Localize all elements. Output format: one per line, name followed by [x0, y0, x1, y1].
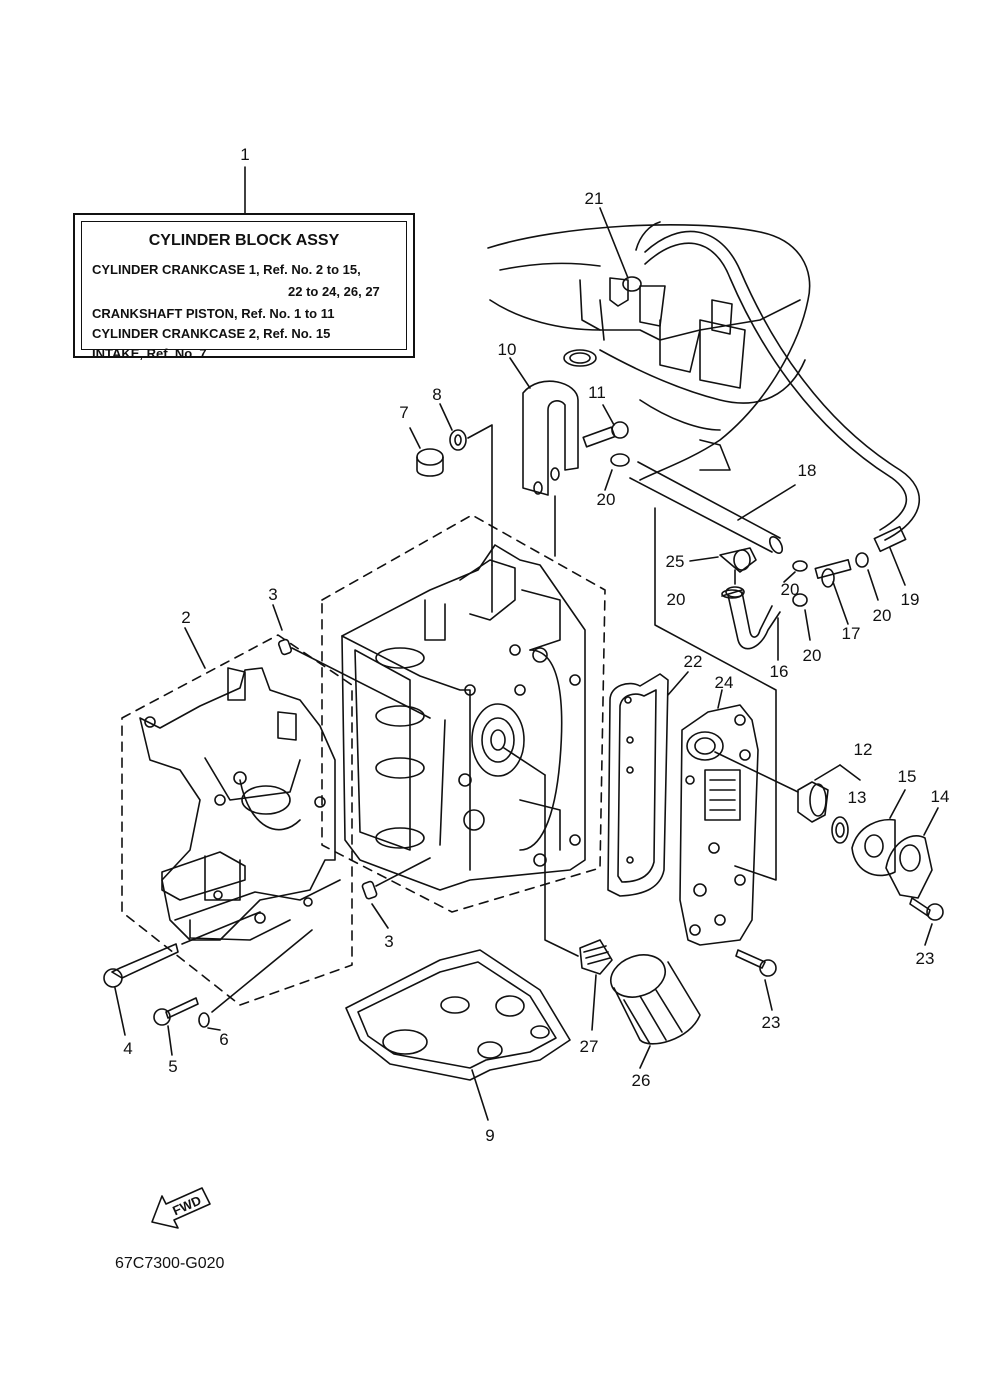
callout-23-center: 23: [761, 1013, 781, 1032]
clip-20-top: [604, 453, 630, 491]
callout-3-top: 3: [268, 585, 278, 604]
legend-line-5: INTAKE, Ref. No. 7: [92, 346, 207, 361]
callout-12: 12: [853, 740, 873, 759]
callout-20-top: 20: [596, 490, 616, 509]
callout-27: 27: [579, 1037, 599, 1056]
legend-line-2: 22 to 24, 26, 27: [288, 284, 380, 299]
callout-7: 7: [399, 403, 409, 422]
callout-23-right: 23: [915, 949, 935, 968]
thermostat-cover-14: [885, 807, 939, 899]
callout-3-bottom: 3: [384, 932, 394, 951]
legend-inner-frame: CYLINDER BLOCK ASSY CYLINDER CRANKCASE 1…: [81, 221, 407, 361]
callout-20-low: 20: [802, 646, 822, 665]
gasket-13: [831, 816, 849, 844]
leader-19: [889, 547, 906, 586]
callout-8: 8: [432, 385, 442, 404]
legend-line-3: CRANKSHAFT PISTON, Ref. No. 1 to 11: [92, 306, 335, 321]
callout-19: 19: [900, 590, 920, 609]
gasket-22: [607, 671, 689, 897]
bracket-10: [509, 357, 579, 557]
bolt-4: [103, 911, 261, 1036]
callout-26: 26: [631, 1071, 651, 1090]
callout-18: 18: [797, 461, 817, 480]
gasket-9: [345, 949, 571, 1121]
callout-25: 25: [665, 552, 685, 571]
fitting-25: [689, 547, 757, 585]
cover-24: [679, 689, 799, 946]
callout-10: 10: [497, 340, 517, 359]
dowel-pin-3-bottom: [361, 857, 431, 929]
callout-1: 1: [240, 145, 250, 164]
fwd-arrow-icon: [151, 1187, 211, 1229]
callout-14: 14: [930, 787, 950, 806]
hose-16: [725, 586, 781, 661]
gasket-15: [851, 789, 906, 877]
bolt-5: [153, 997, 199, 1056]
callout-4: 4: [123, 1039, 133, 1058]
clip-20-right: [855, 552, 879, 601]
thermostat-12: [797, 764, 861, 823]
crankcase-dashed-box: [121, 634, 353, 1006]
cylinder-block: [341, 544, 586, 957]
dowel-pin-3-top: [272, 604, 431, 719]
cylinder-block-dashed-box: [321, 514, 606, 913]
callout-17: 17: [841, 624, 861, 643]
callout-2: 2: [181, 608, 191, 627]
oil-strainer-27: [579, 939, 613, 1031]
engine-upper-outline: [487, 224, 811, 481]
callout-20-right: 20: [872, 606, 892, 625]
callout-5: 5: [168, 1057, 178, 1076]
washer-6: [198, 929, 313, 1031]
callout-9: 9: [485, 1126, 495, 1145]
drawing-code: 67C7300-G020: [115, 1255, 225, 1272]
bolt-23-center: [735, 949, 777, 1011]
tube-18: [629, 461, 796, 554]
callout-15: 15: [897, 767, 917, 786]
callout-16: 16: [769, 662, 789, 681]
callout-22: 22: [683, 652, 703, 671]
oil-filter-26: [610, 954, 701, 1069]
clip-20-low: [792, 593, 811, 641]
bolt-11: [582, 404, 629, 448]
hose-19: [644, 230, 921, 553]
assembly-legend-box: CYLINDER BLOCK ASSY CYLINDER CRANKCASE 1…: [73, 213, 415, 361]
callout-11: 11: [588, 383, 606, 402]
callout-21: 21: [584, 189, 604, 208]
clip-21: [599, 207, 661, 292]
fitting-17: [814, 558, 852, 625]
legend-line-1: CYLINDER CRANKCASE 1, Ref. No. 2 to 15,: [92, 262, 361, 277]
leader-7-8: [467, 424, 493, 566]
callout-24: 24: [714, 673, 734, 692]
plug-7: [409, 427, 444, 477]
hose-kit-dashed-outline: [654, 507, 777, 881]
crankcase-2: [139, 627, 341, 941]
callout-6: 6: [219, 1030, 229, 1049]
legend-line-4: CYLINDER CRANKCASE 2, Ref. No. 15: [92, 326, 331, 341]
callout-20-left: 20: [666, 590, 686, 609]
clip-20-left: [721, 589, 743, 599]
clip-20-mid: [783, 560, 808, 583]
washer-8: [439, 403, 467, 451]
callout-13: 13: [847, 788, 867, 807]
legend-title: CYLINDER BLOCK ASSY: [148, 232, 340, 249]
callout-20-mid: 20: [780, 580, 800, 599]
bolt-23-right: [909, 897, 944, 946]
